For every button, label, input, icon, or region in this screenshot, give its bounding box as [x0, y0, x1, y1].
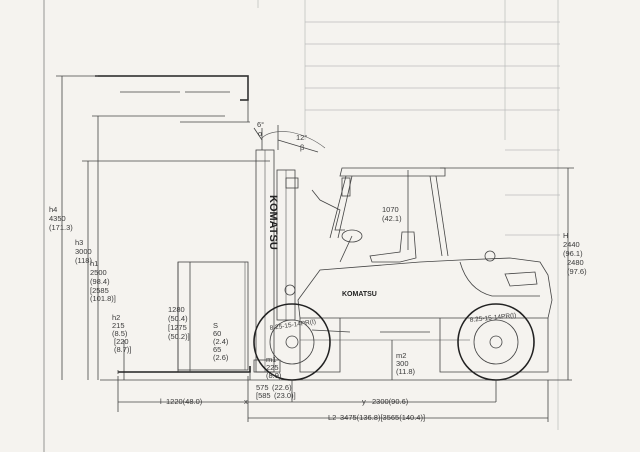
front-tyre-label: 8.25-15-14PR(I) — [269, 319, 316, 332]
x-in: (22.6) — [272, 383, 292, 392]
H-mm: 2440 — [563, 240, 580, 249]
guard-in: (42.1) — [382, 214, 402, 223]
y-text: 2300(90.6) — [372, 397, 409, 406]
h1-in: (98.4) — [90, 277, 110, 286]
l-text: 1220(48.0) — [166, 397, 203, 406]
overhead-guard — [329, 167, 449, 257]
h3-mm: 3000 — [75, 247, 92, 256]
h4-in: (171.3) — [49, 223, 73, 232]
tilt-back-code: β — [300, 143, 305, 152]
h2-mm: 215 — [112, 321, 125, 330]
x-alt-in: (23.0)] — [274, 391, 296, 400]
guard-mm: 1070 — [382, 205, 399, 214]
h3-code: h3 — [75, 238, 83, 247]
s-alt-in: (2.6) — [213, 353, 229, 362]
background-table-ghost — [257, 0, 560, 430]
h3-in: (118) — [75, 256, 92, 265]
H-alt: 2480 — [567, 258, 584, 267]
h2-alt-in: (8.7)] — [114, 345, 132, 354]
tilt-fwd-code: α — [258, 129, 263, 138]
raised-fork — [95, 75, 250, 123]
bottom-dimension-lines — [117, 376, 549, 422]
s-in: (2.4) — [213, 337, 229, 346]
m2-mm: 300 — [396, 359, 409, 368]
L2-code: L2 — [328, 413, 336, 422]
L2-text: 3475(136.8)[3565(140.4)] — [340, 413, 425, 422]
x-code: x — [244, 397, 248, 406]
s-alt: 65 — [213, 345, 221, 354]
y-code: y — [362, 397, 366, 406]
rear-tyre-label: 8.25-15-14PR(I) — [469, 312, 516, 324]
tilt-angle-marks — [253, 125, 326, 153]
H-in: (96.1) — [563, 249, 583, 258]
h1-code: h1 — [90, 259, 98, 268]
m2-code: m2 — [396, 351, 406, 360]
mast — [253, 149, 299, 373]
fork-in: (50.4) — [168, 314, 188, 323]
mast-brand-label: KOMATSU — [267, 195, 279, 250]
steering-and-seat — [311, 189, 417, 263]
h1-alt-in: (101.8)] — [90, 294, 116, 303]
tilt-back-deg: 12° — [296, 133, 307, 142]
h2-alt: [220 — [114, 337, 129, 346]
H-code: H — [563, 231, 568, 240]
m1-mm: 225 — [266, 363, 279, 372]
h2-in: (8.5) — [112, 329, 128, 338]
s-mm: 60 — [213, 329, 221, 338]
h2-code: h2 — [112, 313, 120, 322]
tilt-fwd-deg: 6° — [257, 120, 264, 129]
m1-in: (8.9) — [266, 371, 282, 380]
truck-body — [284, 250, 553, 373]
x-alt: [585 — [256, 391, 271, 400]
h1-alt: [2585 — [90, 286, 109, 295]
x-mm: 575 — [256, 383, 269, 392]
body-brand-label: KOMATSU — [342, 291, 377, 298]
h4-code: h4 — [49, 205, 57, 214]
h4-mm: 4350 — [49, 214, 66, 223]
fork-alt-in: (50.2)] — [168, 332, 190, 341]
H-alt-in: (97.6) — [567, 267, 587, 276]
m1-code: m1 — [266, 355, 276, 364]
h1-mm: 2500 — [90, 268, 107, 277]
m2-in: (11.8) — [396, 367, 416, 376]
s-code: S — [213, 321, 218, 330]
fork-mm: 1280 — [168, 305, 185, 314]
l-code: l — [160, 397, 162, 406]
fork-alt: [1275 — [168, 323, 187, 332]
